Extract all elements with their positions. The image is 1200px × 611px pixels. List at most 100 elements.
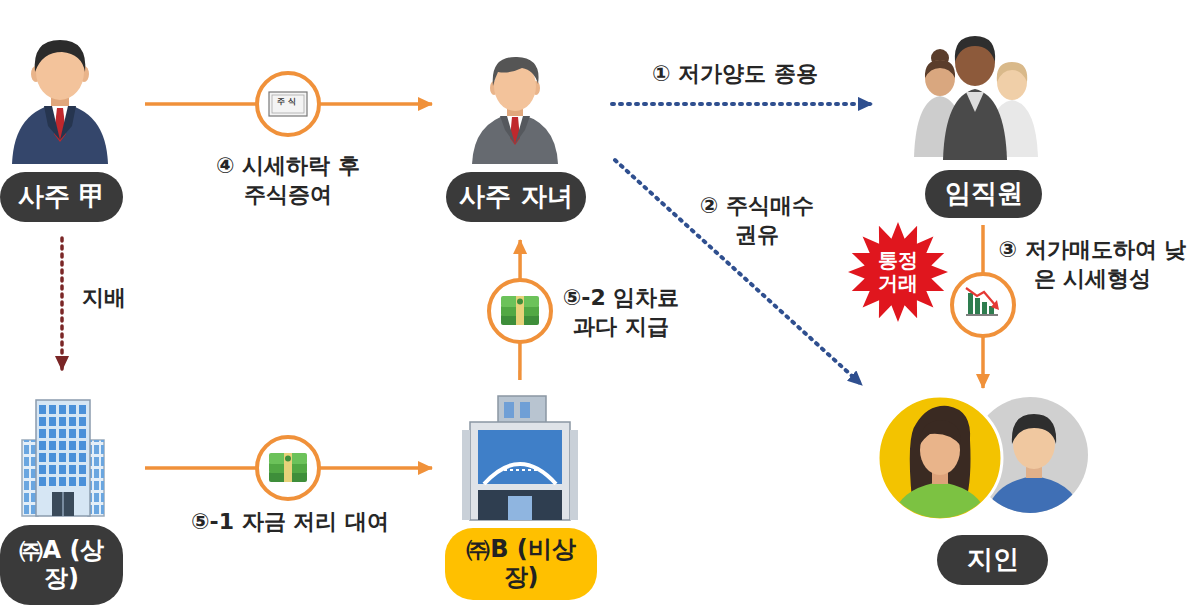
child-node: 사주 자녀 — [446, 50, 586, 222]
listed-company-node: ㈜A (상장) — [0, 395, 123, 605]
owner-icon — [31, 66, 41, 82]
child-icon — [532, 81, 540, 95]
building-b-icon — [504, 402, 514, 418]
owner-node: 사주 甲 — [0, 35, 123, 222]
owner-icon — [12, 40, 108, 164]
chart-badge — [966, 314, 998, 316]
building-b-icon — [508, 496, 532, 520]
edge-label: ④ 시세하락 후 주식증여 — [205, 152, 371, 209]
node-text: ㈜B (비상장) — [458, 536, 584, 591]
share-badge — [269, 92, 307, 116]
acquaintances-icon — [910, 406, 971, 500]
name-pill: 사주 甲 — [0, 172, 123, 222]
money-badge — [257, 437, 319, 499]
acquaintances-icon — [1013, 419, 1055, 469]
employees-icon — [914, 36, 1038, 160]
owner-icon — [46, 104, 74, 138]
child-icon — [493, 57, 539, 86]
building-a-icon — [88, 440, 104, 516]
owner-icon — [44, 106, 60, 140]
name-pill: ㈜A (상장) — [0, 525, 123, 605]
acquaintances-node: 지인 — [878, 390, 1088, 588]
money-badge — [489, 280, 551, 342]
chart-badge — [982, 302, 987, 314]
employees-icon — [955, 38, 995, 86]
building-b-icon — [484, 464, 556, 484]
building-b-icon — [462, 430, 470, 520]
child-icon — [494, 61, 536, 111]
employees-icon — [986, 100, 1038, 157]
acquaintances-icon — [920, 425, 960, 475]
child-icon — [507, 102, 523, 116]
edge-label: 지배 — [76, 284, 132, 313]
chart-badge — [968, 293, 973, 314]
owner-icon — [35, 40, 86, 72]
acquaintances-icon — [919, 420, 961, 446]
dotted-arrow — [615, 160, 862, 385]
acquaintances-icon — [890, 406, 990, 525]
building-a-icon — [62, 492, 64, 516]
acquaintances-icon — [932, 466, 948, 484]
building-b-icon — [478, 430, 562, 484]
dotted-arrow — [60, 238, 64, 370]
unlisted-company-node: ㈜B (비상장) — [445, 392, 597, 602]
collusion-burst: 통정 거래 — [848, 222, 948, 322]
edge-label: ② 주식매수 권유 — [688, 192, 826, 249]
child-icon — [515, 116, 530, 144]
acquaintances-icon — [1012, 414, 1056, 444]
share-certificate-text: 주식 — [269, 97, 307, 107]
building-a-icon — [22, 440, 38, 516]
edge-label: ③ 저가매도하여 낮은 시세형성 — [995, 236, 1190, 293]
chart-badge — [952, 274, 1014, 336]
owner-icon — [51, 90, 69, 106]
name-pill: 지인 — [937, 535, 1048, 585]
building-a-icon — [22, 400, 104, 516]
acquaintances-icon — [890, 482, 990, 525]
chart-badge — [966, 288, 996, 306]
building-a-icon — [22, 440, 38, 516]
building-b-icon — [478, 490, 562, 520]
burst-text-area: 통정 거래 — [848, 222, 948, 322]
employees-icon — [997, 62, 1027, 82]
flow-arrow — [145, 466, 432, 470]
acquaintances-icon — [985, 414, 1083, 520]
building-a-icon — [88, 440, 104, 516]
employees-icon — [997, 64, 1027, 100]
money-badge — [269, 453, 307, 482]
name-pill: 사주 자녀 — [446, 172, 586, 222]
owner-icon — [60, 106, 76, 140]
employees-icon — [955, 36, 995, 62]
building-b-icon — [520, 402, 530, 418]
employees-node: 임직원 — [915, 30, 1045, 220]
employees-icon — [925, 60, 955, 78]
edge-label: ⑤-1 자금 저리 대여 — [150, 508, 430, 537]
node-text: 지인 — [940, 545, 1046, 575]
name-pill: ㈜B (비상장) — [445, 528, 597, 600]
edge-label: ① 저가양도 종용 — [625, 60, 845, 89]
burst-outline — [848, 222, 948, 322]
employees-icon — [943, 89, 1007, 160]
building-a-icon — [52, 492, 74, 516]
acquaintances-icon — [878, 396, 1002, 520]
node-text: 사주 자녀 — [448, 182, 584, 212]
chart-badge — [989, 306, 994, 314]
owner-icon — [54, 108, 66, 142]
money-badge — [501, 296, 539, 325]
money-badge — [257, 437, 319, 499]
child-icon — [490, 81, 498, 95]
acquaintances-icon — [972, 397, 1088, 513]
building-b-icon — [570, 430, 578, 520]
acquaintances-icon — [1026, 462, 1042, 478]
share-badge — [257, 73, 319, 135]
building-b-icon — [470, 422, 570, 520]
owner-icon — [36, 44, 84, 100]
child-icon — [472, 57, 558, 164]
acquaintances-icon — [985, 476, 1083, 520]
building-b-icon — [498, 469, 542, 471]
building-b-icon — [462, 396, 578, 520]
edge-label: ⑤-2 임차료 과다 지급 — [554, 284, 688, 341]
node-text: ㈜A (상장) — [14, 537, 110, 592]
flow-arrow — [981, 225, 985, 388]
child-icon — [472, 113, 558, 164]
